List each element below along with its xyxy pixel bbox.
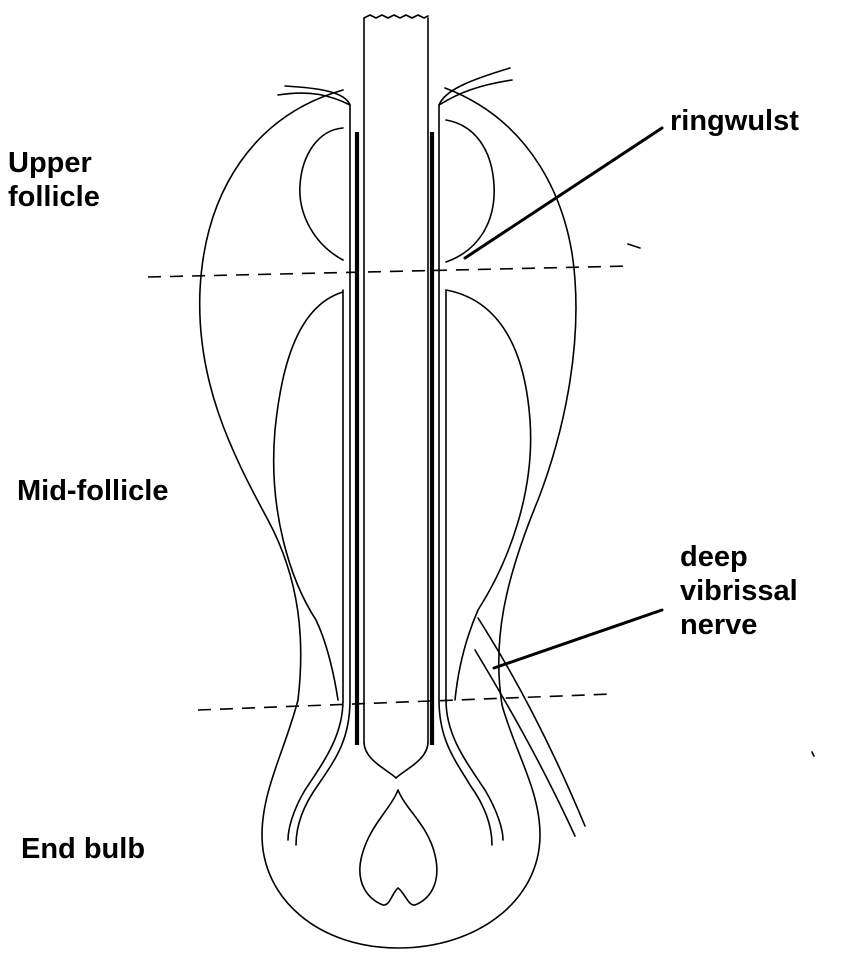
- nerve-label-line1: deep: [680, 540, 798, 574]
- ringwulst-sinus: [300, 120, 494, 262]
- hair-shaft: [364, 15, 428, 778]
- nerve-label-line3: nerve: [680, 608, 798, 642]
- nerve-leader: [494, 610, 662, 668]
- nerve-label: deep vibrissal nerve: [680, 540, 798, 642]
- mid-follicle-label: Mid-follicle: [17, 474, 168, 508]
- upper-follicle-line1: Upper: [8, 146, 100, 180]
- upper-follicle-line2: follicle: [8, 180, 100, 214]
- dermal-papilla: [360, 790, 437, 905]
- mid-bulb-divider: [198, 694, 612, 710]
- speck: [812, 752, 814, 756]
- upper-mid-divider: [148, 266, 630, 277]
- end-bulb-label: End bulb: [21, 832, 145, 866]
- speck: [628, 244, 640, 248]
- cavernous-sinus: [274, 290, 531, 700]
- upper-follicle-label: Upper follicle: [8, 146, 100, 214]
- nerve-label-line2: vibrissal: [680, 574, 798, 608]
- ringwulst-label: ringwulst: [670, 104, 799, 138]
- sheath-lines: [278, 68, 512, 845]
